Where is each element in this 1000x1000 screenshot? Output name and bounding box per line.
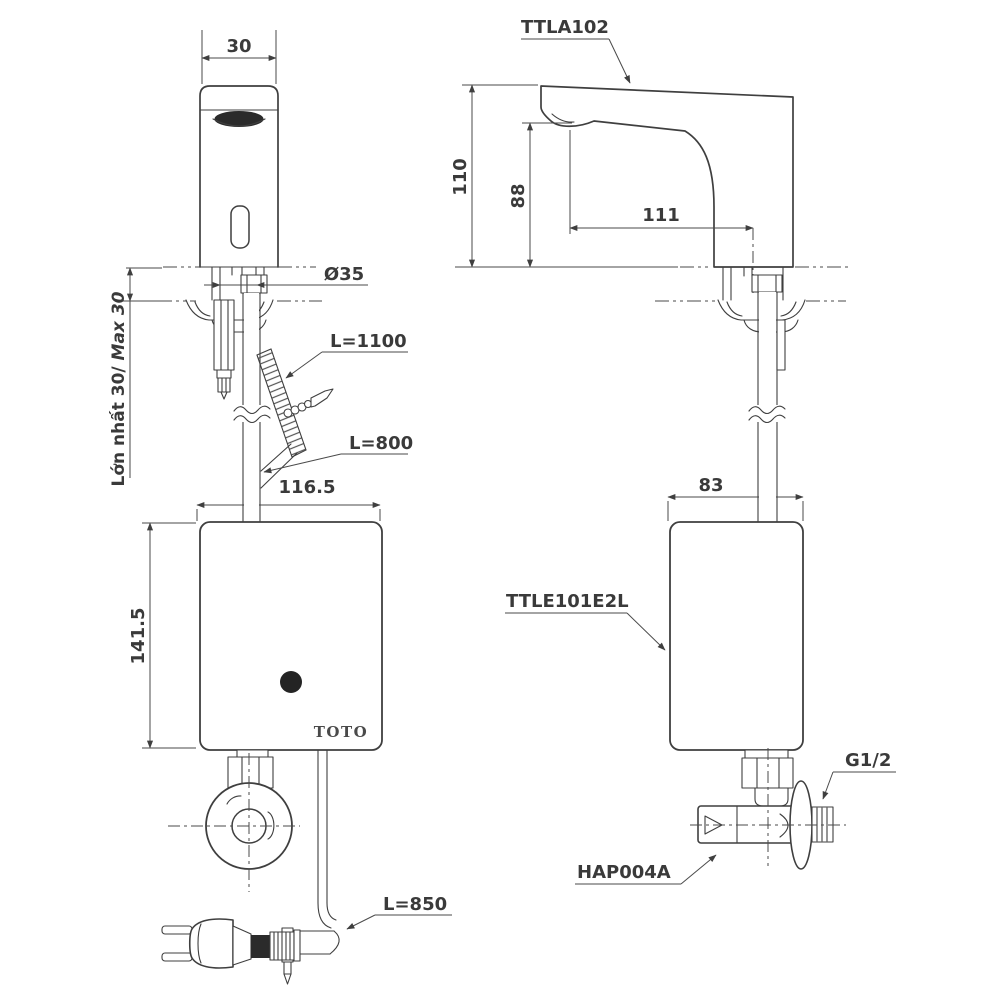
supply-pipe-front (233, 292, 271, 523)
plug-prong (161, 925, 193, 935)
controller-model-label: TTLE101E2L (505, 591, 666, 651)
supply-pipe-side (748, 291, 786, 523)
total-height-dimension: 110 (450, 84, 538, 268)
controller-depth-value: 83 (698, 475, 723, 496)
front-view: 30 Lớn nhất 30/ Max 30 (108, 30, 452, 985)
brand-logo: TOTO (314, 723, 368, 741)
controller-width-value: 116.5 (279, 477, 336, 498)
thread-size-value: G1/2 (845, 750, 891, 771)
supply-nut-front (240, 274, 268, 294)
counter-thickness-en: Max 30 (109, 291, 129, 366)
side-view: TTLA102 110 88 111 (450, 17, 896, 885)
controller-height-dimension: 141.5 (128, 522, 196, 749)
faucet-model-value: TTLA102 (521, 17, 609, 38)
controller-model-value: TTLE101E2L (506, 591, 629, 612)
faucet-front (199, 85, 279, 268)
power-cord-length-label: L=850 (346, 894, 452, 930)
plug-collar (251, 935, 270, 958)
sensor-led (280, 671, 302, 693)
controller-height-value: 141.5 (128, 608, 149, 665)
valve-handle-mark (704, 815, 723, 835)
controller-width-dimension: 116.5 (196, 477, 381, 521)
power-plug (161, 918, 301, 969)
spout-reach-dimension: 111 (569, 130, 754, 296)
shank-diameter-value: Ø35 (324, 264, 364, 285)
supply-nut-side (751, 274, 783, 293)
plug-body (188, 918, 234, 969)
sensor-cable (256, 348, 334, 489)
angle-valve-side (690, 748, 846, 870)
counter-thickness-label: Lớn nhất 30/ Max 30 (108, 291, 129, 486)
power-cord-length-value: L=850 (383, 894, 447, 915)
spout-width-value: 30 (226, 36, 251, 57)
plug-prong (161, 952, 193, 962)
outlet-height-value: 88 (508, 183, 529, 208)
power-cord: L=850 (161, 749, 452, 985)
mounting-rod-side (776, 319, 786, 371)
angle-valve-model-label: HAP004A (575, 854, 717, 885)
supply-hose-length-value: L=800 (349, 433, 413, 454)
outlet-height-dimension: 88 (508, 122, 572, 268)
spout-reach-value: 111 (642, 205, 680, 226)
faucet-side (540, 85, 794, 268)
shank-diameter-dimension: Ø35 (204, 264, 368, 289)
counter-thickness-vi: Lớn nhất 30/ (108, 366, 129, 487)
controller-box-side (669, 521, 804, 751)
sensor-cable-length-label: L=1100 (285, 331, 408, 379)
counter-section-side (455, 266, 848, 302)
mounting-rod-front (213, 299, 235, 400)
indicator-window (230, 205, 250, 249)
sensor-cable-length-value: L=1100 (330, 331, 407, 352)
controller-depth-dimension: 83 (667, 475, 804, 521)
sensor-window (214, 111, 264, 127)
stop-valve-front (168, 749, 300, 892)
thread-size-label: G1/2 (822, 750, 896, 800)
faucet-model-label: TTLA102 (521, 17, 631, 84)
shank-side (722, 266, 784, 301)
spout-outlet (551, 113, 575, 123)
counter-thickness-dimension: Lớn nhất 30/ Max 30 (108, 267, 162, 486)
total-height-value: 110 (450, 158, 471, 196)
angle-valve-model-value: HAP004A (577, 862, 671, 883)
controller-box-front: TOTO (199, 521, 383, 751)
counter-section-front (158, 266, 322, 302)
supply-hose-length-label: L=800 (263, 433, 413, 474)
spout-width-dimension: 30 (201, 30, 277, 84)
sensor-cable-connector (310, 388, 334, 408)
